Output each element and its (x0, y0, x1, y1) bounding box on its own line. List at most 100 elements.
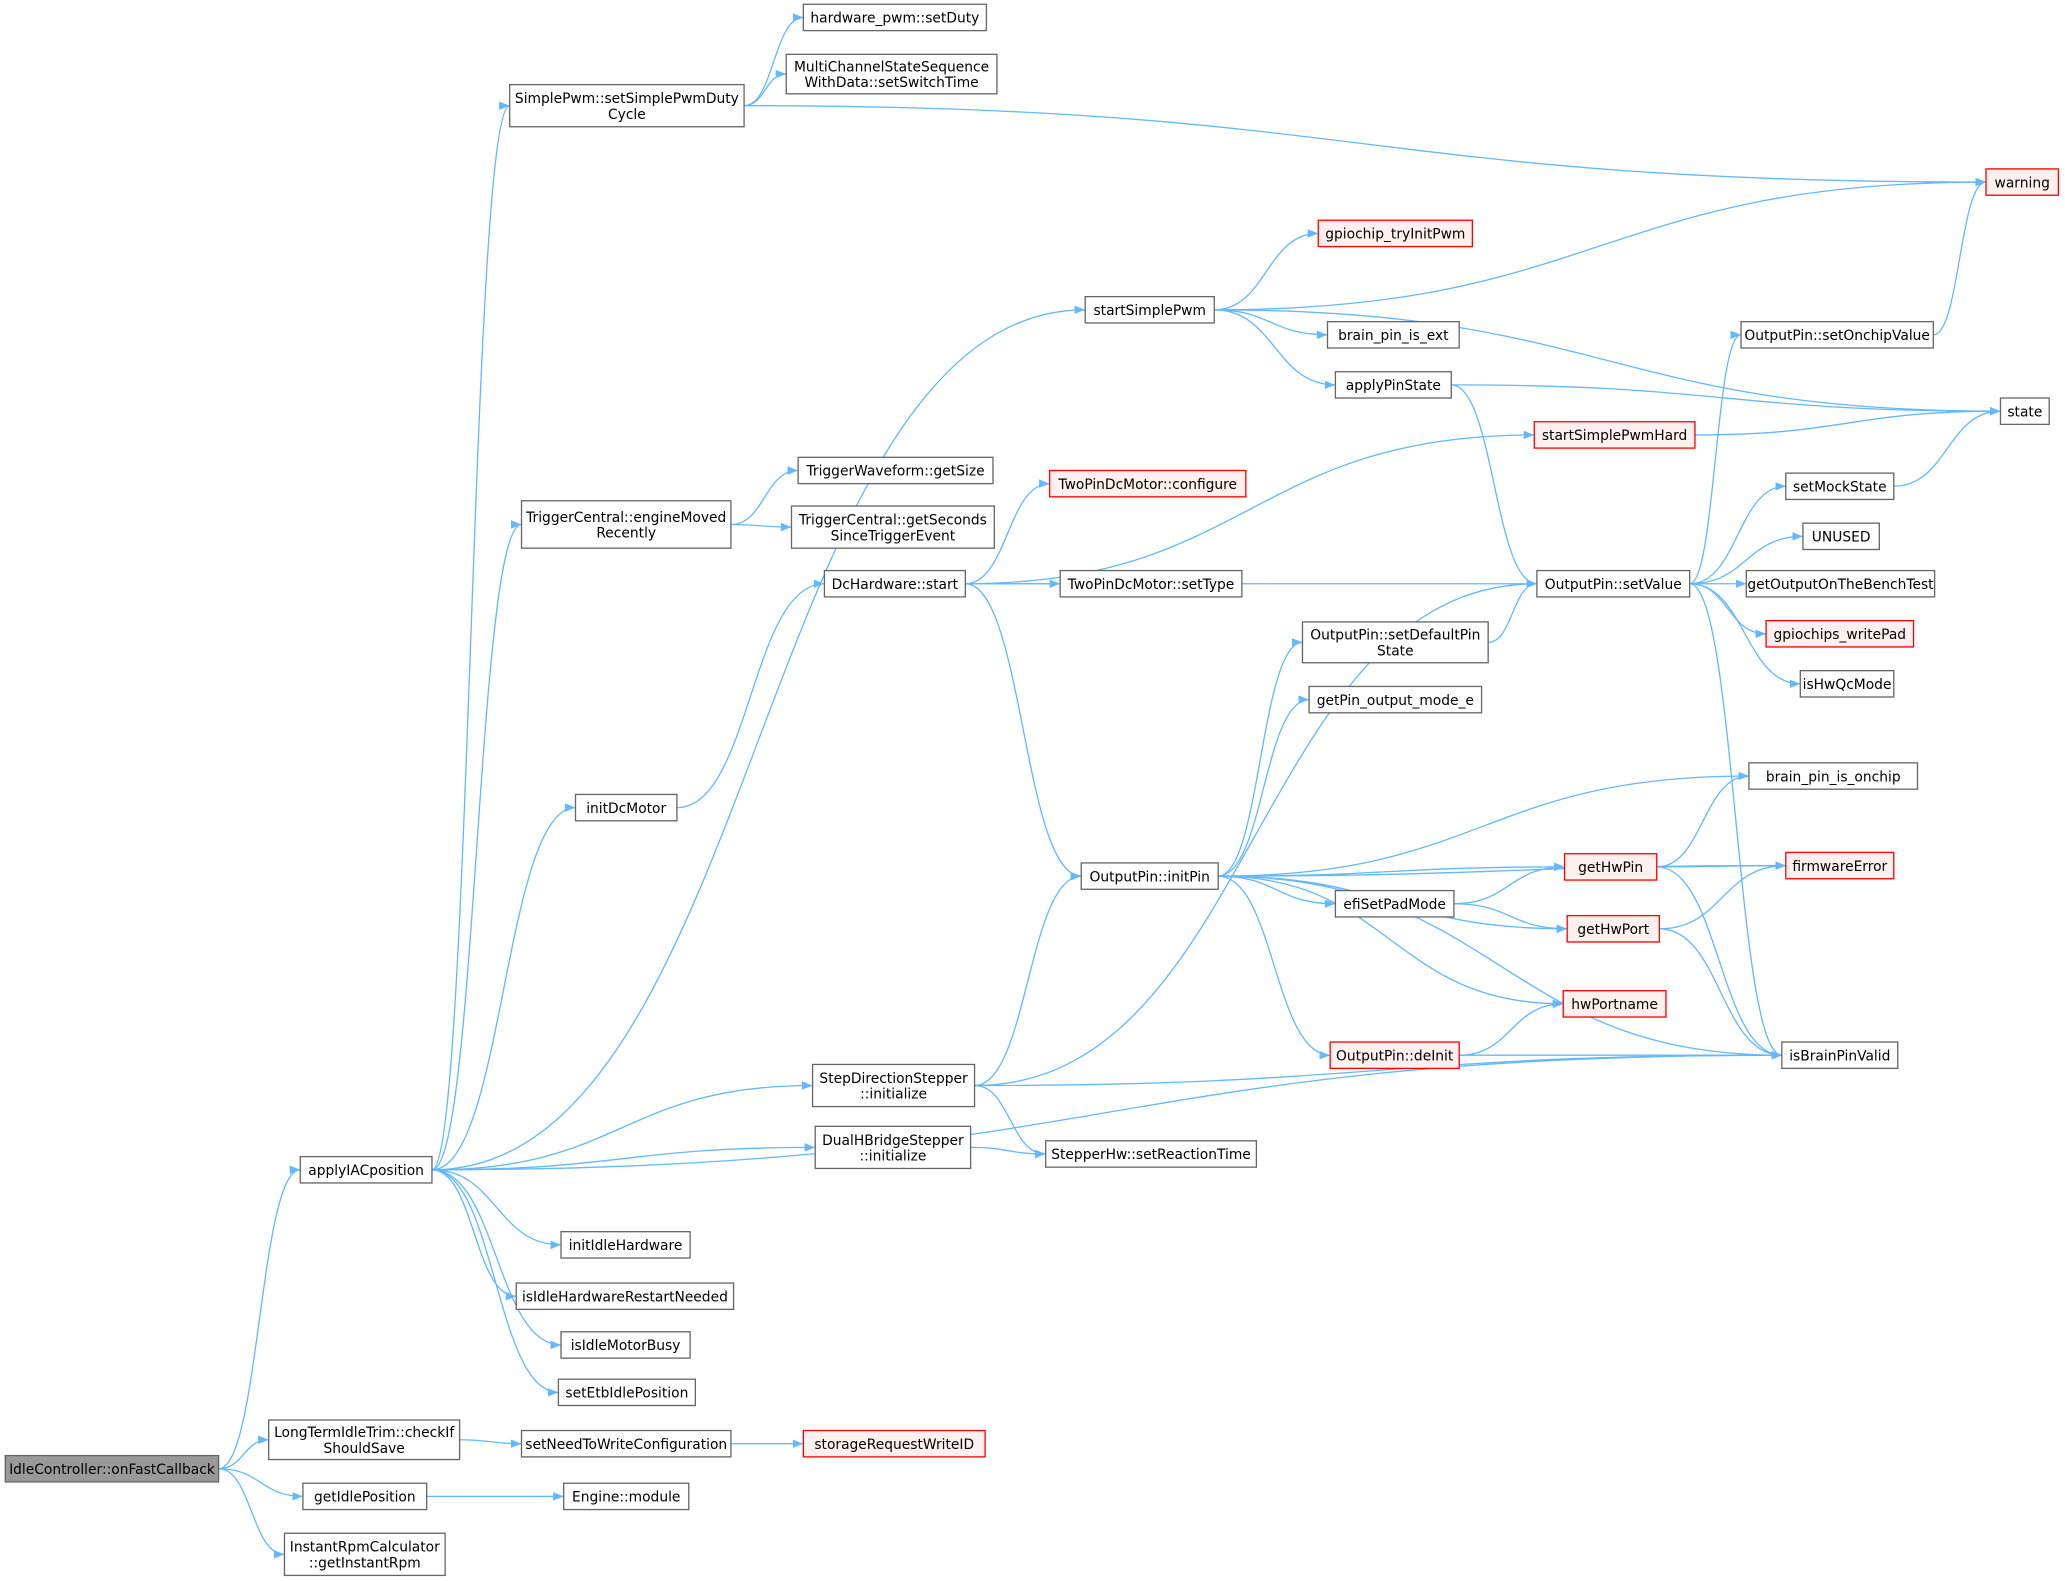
graph-node-hwPwm[interactable]: hardware_pwm::setDuty (802, 3, 988, 32)
node-box (4, 1454, 220, 1483)
call-edge-simplePwm-to-warning (744, 105, 1986, 187)
graph-node-warning[interactable]: warning (1985, 168, 2060, 196)
graph-node-applyPin[interactable]: applyPinState (1334, 371, 1452, 399)
graph-node-setType[interactable]: TwoPinDcMotor::setType (1059, 569, 1243, 598)
call-edge-setValue-to-qcMode (1689, 583, 1801, 689)
call-edge-onFast-to-checkIf (218, 1435, 269, 1470)
graph-node-dualH[interactable]: DualHBridgeStepper::initialize (814, 1125, 972, 1170)
node-label: initIdleHardware (569, 1238, 683, 1254)
call-edge-initPin-to-getHwPin (1218, 862, 1565, 877)
graph-node-writePad[interactable]: gpiochips_writePad (1765, 619, 1915, 648)
graph-node-storage[interactable]: storageRequestWriteID (802, 1429, 986, 1458)
node-box (283, 1532, 446, 1577)
graph-node-restart[interactable]: isIdleHardwareRestartNeeded (515, 1282, 735, 1311)
node-box (802, 1429, 986, 1458)
graph-node-getIdlePos[interactable]: getIdlePosition (302, 1482, 428, 1511)
call-edge-startSP-to-pinExt (1214, 309, 1328, 340)
call-edge-simplePwm-to-multiCh (744, 69, 787, 107)
graph-node-engMod[interactable]: Engine::module (563, 1482, 690, 1511)
node-box (811, 1063, 976, 1108)
node-label: WithData::setSwitchTime (804, 75, 978, 91)
call-edge-dcStart-to-initPin (965, 583, 1082, 881)
node-label: getOutputOnTheBenchTest (1747, 577, 1934, 593)
call-edge-applyIAC-to-initDc (431, 803, 576, 1171)
graph-node-spHard[interactable]: startSimplePwmHard (1533, 421, 1696, 449)
call-edge-dcStart-to-configure (965, 479, 1050, 585)
graph-node-initIdleHw[interactable]: initIdleHardware (560, 1231, 691, 1259)
node-box (1999, 397, 2050, 426)
call-edge-getHwPin-to-pinValid (1656, 866, 1782, 1060)
graph-node-modeE[interactable]: getPin_output_mode_e (1308, 685, 1483, 714)
graph-node-instRpm[interactable]: InstantRpmCalculator::getInstantRpm (283, 1532, 446, 1577)
graph-node-onchip[interactable]: brain_pin_is_onchip (1748, 762, 1919, 790)
graph-node-padMode[interactable]: efiSetPadMode (1334, 889, 1455, 918)
graph-node-stepDir[interactable]: StepDirectionStepper::initialize (811, 1063, 976, 1108)
call-edge-applyIAC-to-stepDir (431, 1081, 813, 1171)
graph-node-deInit[interactable]: OutputPin::deInit (1329, 1041, 1460, 1070)
graph-node-bench[interactable]: getOutputOnTheBenchTest (1745, 569, 1936, 598)
node-box (1059, 569, 1243, 598)
node-label: OutputPin::setValue (1545, 577, 1682, 593)
node-box (563, 1482, 690, 1511)
node-box (560, 1231, 691, 1259)
node-label: setMockState (1793, 480, 1887, 496)
node-label: isIdleMotorBusy (571, 1338, 681, 1354)
call-edge-setValue-to-mockState (1689, 482, 1786, 585)
graph-node-state[interactable]: state (1999, 397, 2050, 426)
node-box (520, 500, 732, 549)
graph-node-multiCh[interactable]: MultiChannelStateSequenceWithData::setSw… (785, 53, 998, 95)
graph-node-etbIdle[interactable]: setEtbIdlePosition (557, 1378, 697, 1407)
call-edge-initPin-to-hwPortname (1218, 875, 1564, 1009)
graph-node-unused[interactable]: UNUSED (1802, 522, 1880, 551)
node-box (1334, 889, 1455, 918)
graph-node-configure[interactable]: TwoPinDcMotor::configure (1048, 469, 1247, 498)
graph-node-fwErr[interactable]: firmwareError (1785, 851, 1895, 880)
node-label: ::getInstantRpm (309, 1556, 421, 1572)
node-box (1308, 685, 1483, 714)
node-label: storageRequestWriteID (814, 1437, 974, 1453)
graph-node-reaction[interactable]: StepperHw::setReactionTime (1045, 1140, 1258, 1168)
graph-node-mockState[interactable]: setMockState (1785, 472, 1895, 501)
graph-node-getSize[interactable]: TriggerWaveform::getSize (797, 456, 994, 485)
graph-node-getHwPin[interactable]: getHwPin (1563, 853, 1658, 881)
call-edge-initPin-to-padMode (1218, 875, 1336, 908)
call-edge-onFast-to-applyIAC (218, 1165, 301, 1470)
node-label: ::initialize (859, 1149, 926, 1165)
graph-node-initPin[interactable]: OutputPin::initPin (1080, 862, 1219, 890)
node-label: OutputPin::setDefaultPin (1310, 628, 1480, 644)
call-edge-checkIf-to-setNeed (459, 1439, 522, 1448)
graph-node-gpioTry[interactable]: gpiochip_tryInitPwm (1317, 219, 1474, 248)
graph-node-motorBusy[interactable]: isIdleMotorBusy (560, 1331, 691, 1359)
graph-node-setNeed[interactable]: setNeedToWriteConfiguration (520, 1429, 732, 1458)
graph-node-pinExt[interactable]: brain_pin_is_ext (1326, 321, 1460, 349)
graph-node-onchipVal[interactable]: OutputPin::setOnchipValue (1740, 321, 1934, 349)
node-box (1562, 990, 1667, 1018)
node-box (1084, 295, 1215, 324)
node-box (1985, 168, 2060, 196)
node-label: TwoPinDcMotor::setType (1067, 577, 1235, 593)
node-label: startSimplePwmHard (1542, 428, 1687, 444)
graph-node-pinValid[interactable]: isBrainPinValid (1781, 1041, 1899, 1070)
graph-node-hwPortname[interactable]: hwPortname (1562, 990, 1667, 1018)
graph-node-qcMode[interactable]: isHwQcMode (1799, 669, 1895, 698)
graph-node-applyIAC[interactable]: applyIACposition (299, 1155, 433, 1184)
graph-node-getHwPort[interactable]: getHwPort (1566, 914, 1661, 943)
node-label: UNUSED (1812, 530, 1871, 546)
node-label: getIdlePosition (314, 1490, 416, 1506)
node-box (1748, 762, 1919, 790)
call-edge-applyIAC-to-initIdleHw (431, 1169, 562, 1250)
node-label: gpiochip_tryInitPwm (1325, 227, 1465, 243)
call-edge-applyIAC-to-simplePwm (431, 101, 511, 1171)
call-edge-getHwPort-to-pinValid (1659, 928, 1782, 1060)
graph-node-startSP[interactable]: startSimplePwm (1084, 295, 1215, 324)
graph-node-dcStart[interactable]: DcHardware::start (823, 569, 966, 598)
graph-node-onFast[interactable]: IdleController::onFastCallback (4, 1454, 220, 1483)
graph-node-setValue[interactable]: OutputPin::setValue (1536, 569, 1691, 598)
graph-node-initDc[interactable]: initDcMotor (574, 793, 678, 822)
graph-node-getSecs[interactable]: TriggerCentral::getSecondsSinceTriggerEv… (790, 505, 995, 549)
node-label: applyIACposition (308, 1163, 424, 1179)
